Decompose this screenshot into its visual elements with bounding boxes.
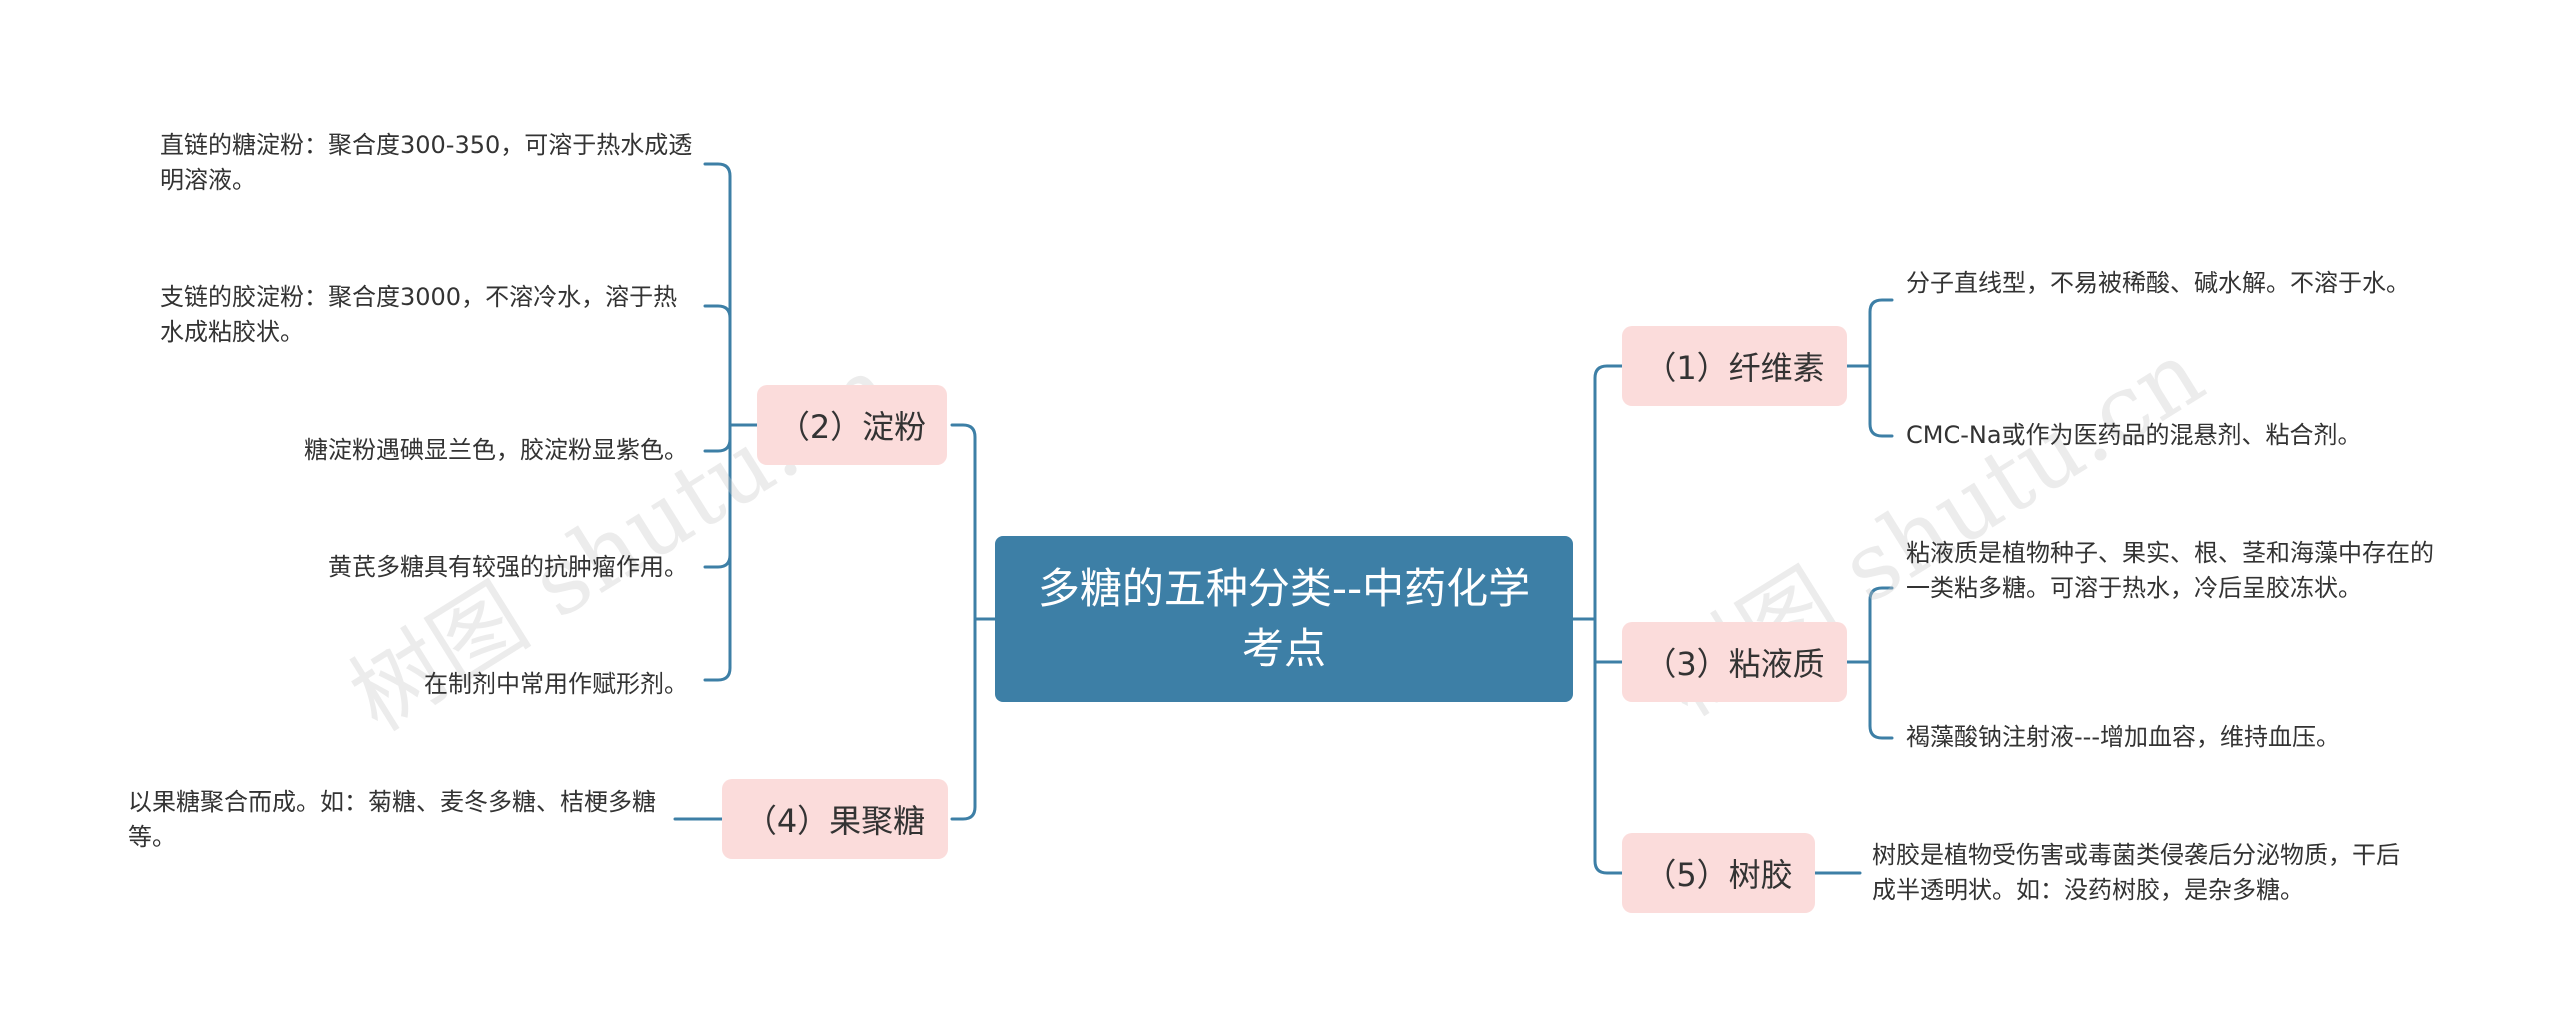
leaf-astragalus[interactable]: 黄芪多糖具有较强的抗肿瘤作用。 (328, 553, 688, 581)
branch-label: （1）纤维素 (1644, 349, 1825, 387)
branch-gum[interactable]: （5）树胶 (1622, 833, 1815, 913)
branch-mucilage[interactable]: （3）粘液质 (1622, 622, 1847, 702)
branch-label: （5）树胶 (1644, 856, 1793, 894)
branch-label: （2）淀粉 (777, 408, 927, 446)
leaf-iodine-test[interactable]: 糖淀粉遇碘显兰色，胶淀粉显紫色。 (304, 436, 688, 464)
leaf-amylose[interactable]: 直链的糖淀粉：聚合度300-350，可溶于热水成透明溶液。 (160, 131, 693, 194)
leaf-gum-def[interactable]: 树胶是植物受伤害或毒菌类侵袭后分泌物质，干后成半透明状。如：没药树胶，是杂多糖。 (1872, 841, 2400, 904)
leaf-mucilage-def[interactable]: 粘液质是植物种子、果实、根、茎和海藻中存在的一类粘多糖。可溶于热水，冷后呈胶冻状… (1906, 539, 2434, 602)
leaf-excipient[interactable]: 在制剂中常用作赋形剂。 (424, 670, 688, 698)
leaf-fructan[interactable]: 以果糖聚合而成。如：菊糖、麦冬多糖、桔梗多糖等。 (128, 788, 656, 851)
leaf-cmc-na[interactable]: CMC-Na或作为医药品的混悬剂、粘合剂。 (1906, 421, 2362, 449)
branch-label: （3）粘液质 (1644, 645, 1825, 683)
root-node[interactable]: 多糖的五种分类--中药化学考点 (995, 536, 1573, 702)
branch-cellulose[interactable]: （1）纤维素 (1622, 326, 1847, 406)
leaf-alginate[interactable]: 褐藻酸钠注射液---增加血容，维持血压。 (1906, 723, 2340, 751)
leaf-amylopectin[interactable]: 支链的胶淀粉：聚合度3000，不溶冷水，溶于热水成粘胶状。 (160, 283, 678, 346)
branch-fructan[interactable]: （4）果聚糖 (722, 779, 948, 859)
root-title: 多糖的五种分类--中药化学考点 (1037, 564, 1531, 673)
branch-label: （4）果聚糖 (744, 802, 926, 840)
branch-starch[interactable]: （2）淀粉 (757, 385, 947, 465)
leaf-cellulose-structure[interactable]: 分子直线型，不易被稀酸、碱水解。不溶于水。 (1906, 269, 2410, 297)
